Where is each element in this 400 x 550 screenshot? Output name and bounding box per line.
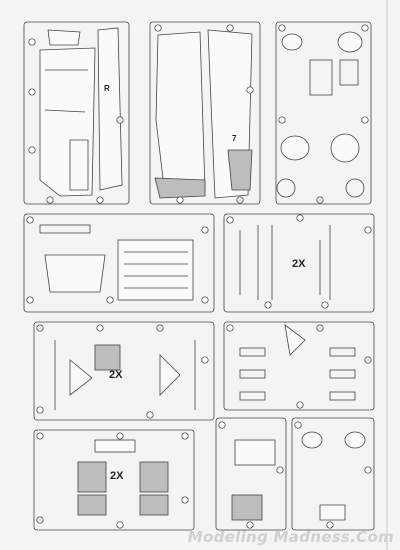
part-marker-7: 7 xyxy=(232,134,237,143)
multiplier-label-props: 2X xyxy=(109,369,123,381)
sprue-frame-props xyxy=(33,321,215,421)
sprue-frame-fuselage xyxy=(149,21,261,205)
sprue-frame-wings-left xyxy=(23,21,130,205)
sprue-frame-cockpit xyxy=(23,213,215,313)
sprue-frame-wheels xyxy=(223,321,375,411)
sprue-frame-bulkheads xyxy=(33,429,195,531)
multiplier-label-bulkheads: 2X xyxy=(110,470,124,482)
part-marker-r: R xyxy=(104,84,110,93)
sprue-frame-seats xyxy=(215,417,287,531)
sprue-frame-struts xyxy=(223,213,375,313)
sprue-frame-canopy xyxy=(275,21,372,205)
part-number-balloons xyxy=(26,24,372,529)
multiplier-label-struts: 2X xyxy=(292,258,306,270)
sprue-frame-clear xyxy=(291,417,375,531)
watermark: Modeling Madness.Com xyxy=(187,528,394,546)
